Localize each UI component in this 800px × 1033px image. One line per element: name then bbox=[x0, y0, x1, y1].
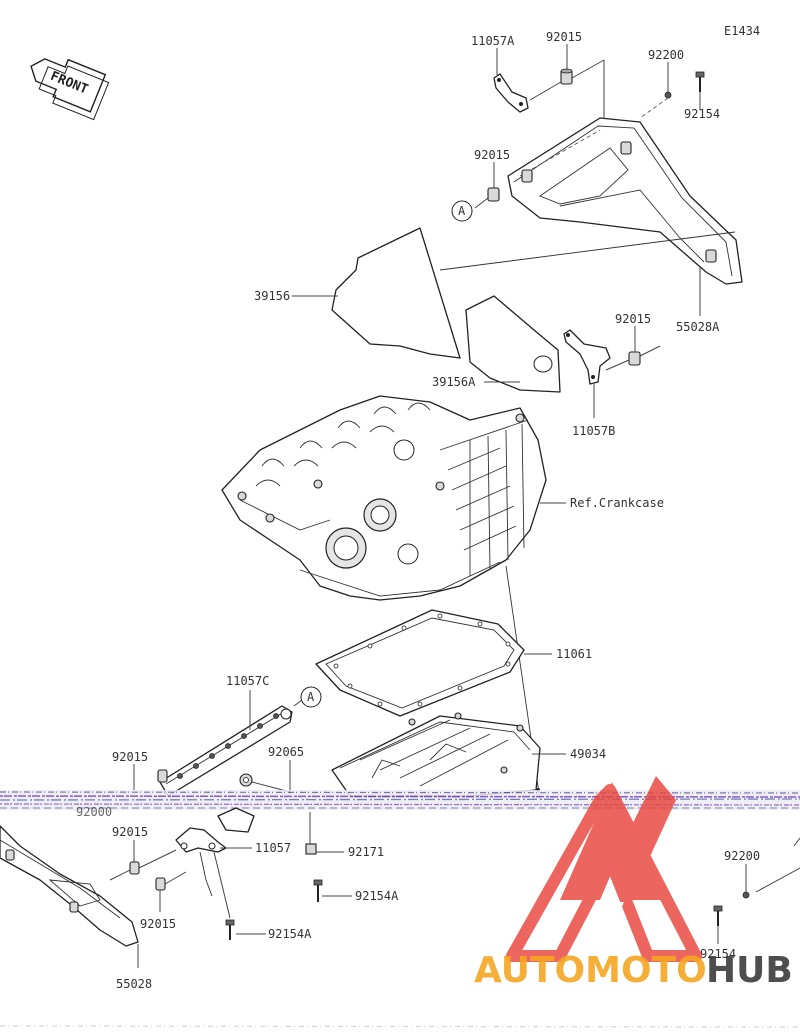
bolt-92154-top bbox=[695, 71, 705, 92]
crankcase bbox=[221, 395, 547, 601]
label-92015-bottom-a: 92015 bbox=[112, 825, 148, 839]
scan-glitch-band bbox=[0, 790, 800, 810]
label-11057B: 11057B bbox=[572, 424, 615, 438]
callout-circle-A-bottom: A bbox=[300, 686, 322, 708]
clip-92171 bbox=[305, 843, 317, 855]
collar-92015-top bbox=[560, 68, 573, 85]
label-11057C: 11057C bbox=[226, 674, 269, 688]
bracket-11057B bbox=[563, 329, 611, 385]
collar-92015-bottom-a bbox=[129, 861, 140, 875]
label-92015-bottom-b: 92015 bbox=[140, 917, 176, 931]
label-92154-bottom: 92154 bbox=[700, 947, 736, 961]
label-55028: 55028 bbox=[116, 977, 152, 991]
label-92015-right: 92015 bbox=[615, 312, 651, 326]
side-cover-55028A bbox=[507, 117, 743, 285]
bracket-11057C bbox=[159, 705, 293, 797]
label-92000: 92000 bbox=[76, 805, 112, 819]
collar-92015-bottom-b bbox=[155, 877, 166, 891]
label-55028A: 55028A bbox=[676, 320, 720, 334]
label-92154-top: 92154 bbox=[684, 107, 720, 121]
watermark-text-primary: AUTOMOTO bbox=[474, 950, 707, 991]
label-49034: 49034 bbox=[570, 747, 606, 761]
label-92171: 92171 bbox=[348, 845, 384, 859]
scan-noise-bottom bbox=[0, 1025, 800, 1028]
bracket-11057 bbox=[175, 827, 227, 853]
bolt-92154A-left bbox=[225, 919, 235, 940]
oil-pan-49034 bbox=[331, 712, 541, 797]
collar-92015-left bbox=[487, 187, 500, 202]
svg-text:A: A bbox=[307, 690, 315, 704]
side-cover-55028 bbox=[0, 825, 139, 947]
front-arrow-icon: FRONT bbox=[30, 58, 110, 121]
label-11057A: 11057A bbox=[471, 34, 515, 48]
callout-circle-A-top: A bbox=[451, 200, 473, 222]
label-92015-left: 92015 bbox=[474, 148, 510, 162]
label-ref-crankcase: Ref.Crankcase bbox=[570, 496, 664, 510]
label-92065: 92065 bbox=[268, 745, 304, 759]
collar-92015-right bbox=[628, 351, 641, 366]
label-92154A-right: 92154A bbox=[355, 889, 399, 903]
label-92015-top: 92015 bbox=[546, 30, 582, 44]
bracket-11057A bbox=[493, 73, 529, 113]
svg-text:A: A bbox=[458, 204, 466, 218]
grommet-92065 bbox=[239, 773, 253, 787]
watermark-text-secondary: HUB bbox=[706, 950, 793, 991]
insulator-39156A bbox=[465, 295, 561, 393]
label-92200-top: 92200 bbox=[648, 48, 684, 62]
insulator-39156 bbox=[331, 227, 461, 359]
watermark-logo-icon bbox=[506, 776, 702, 962]
label-11057: 11057 bbox=[255, 841, 291, 855]
label-39156A: 39156A bbox=[432, 375, 476, 389]
diagram-code: E1434 bbox=[724, 24, 760, 38]
gasket-11061 bbox=[315, 609, 525, 717]
bolt-92154-bottom bbox=[713, 905, 723, 926]
collar-92015-lower bbox=[157, 769, 168, 783]
label-92154A-left: 92154A bbox=[268, 927, 312, 941]
label-92015-lower: 92015 bbox=[112, 750, 148, 764]
label-39156: 39156 bbox=[254, 289, 290, 303]
lower-cover-panel bbox=[217, 807, 255, 833]
label-92200-bottom: 92200 bbox=[724, 849, 760, 863]
bolt-92154A-right bbox=[313, 879, 323, 902]
label-11061: 11061 bbox=[556, 647, 592, 661]
